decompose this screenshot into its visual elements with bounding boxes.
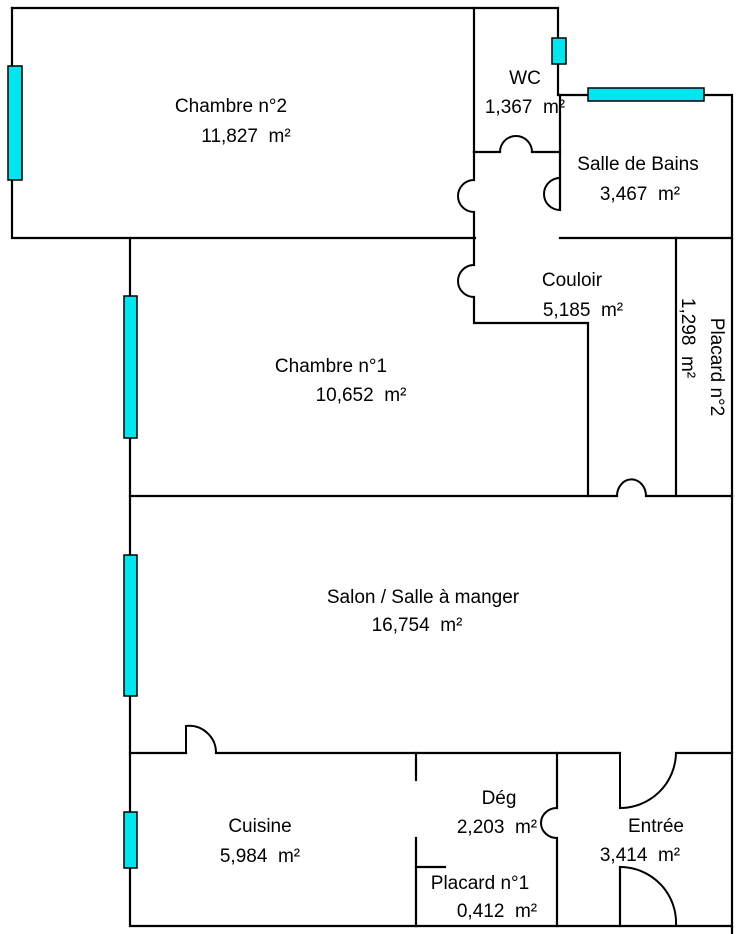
door-chambre2 [457, 179, 475, 213]
room-name-sdb: Salle de Bains [577, 154, 698, 175]
room-name-cuisine: Cuisine [228, 816, 291, 837]
room-name-chambre1: Chambre n°1 [275, 356, 387, 377]
room-area-cuisine: 5,984 m² [220, 846, 300, 867]
room-name-salon: Salon / Salle à manger [327, 587, 520, 608]
door-wc [499, 135, 533, 153]
door-deg [540, 807, 558, 839]
walls [10, 6, 734, 934]
doors [185, 135, 678, 927]
room-area-placard1: 0,412 m² [457, 901, 537, 922]
room-area-sdb: 3,467 m² [600, 184, 680, 205]
room-area-wc: 1,367 m² [485, 97, 565, 118]
room-name-placard1: Placard n°1 [431, 873, 529, 894]
door-placard2 [616, 478, 647, 497]
room-area-couloir: 5,185 m² [543, 300, 623, 321]
door-sdb [543, 177, 561, 211]
room-name-couloir: Couloir [542, 270, 603, 291]
room-area-salon: 16,754 m² [372, 615, 463, 636]
window-salon [123, 554, 138, 697]
room-area-entree: 3,414 m² [600, 845, 680, 866]
room-area-chambre2: 11,827 m² [201, 126, 290, 147]
room-area-placard2: 1,298 m² [677, 298, 698, 378]
door-couloir [457, 264, 475, 298]
room-area-chambre1: 10,652 m² [316, 385, 407, 406]
room-labels: Chambre n°2 11,827 m² WC 1,367 m² Salle … [175, 68, 727, 922]
door-entree-bottom [619, 865, 678, 927]
window-chambre1 [123, 295, 138, 439]
room-name-placard2: Placard n°2 [706, 318, 727, 416]
room-name-chambre2: Chambre n°2 [175, 96, 287, 117]
window-wc [551, 37, 567, 65]
window-cuisine [123, 811, 138, 869]
window-sdb [587, 87, 705, 102]
window-chambre2 [7, 65, 23, 181]
door-cuisine [185, 724, 218, 754]
room-name-entree: Entrée [628, 816, 684, 837]
windows [7, 37, 705, 869]
room-name-deg: Dég [482, 788, 517, 809]
room-area-deg: 2,203 m² [457, 817, 537, 838]
room-name-wc: WC [509, 68, 541, 89]
door-entree-top [619, 752, 677, 810]
